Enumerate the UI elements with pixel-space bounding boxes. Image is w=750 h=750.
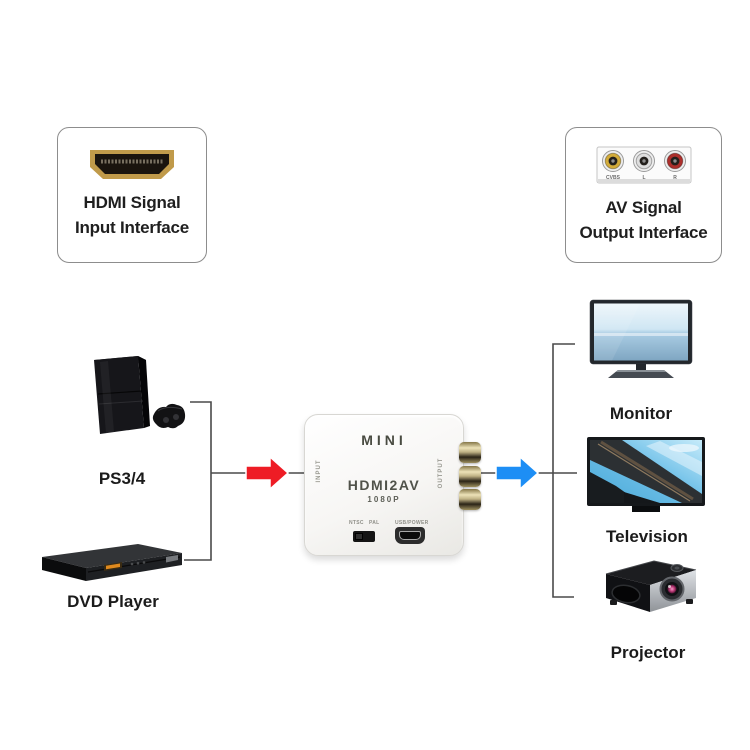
gamepad-icon (152, 403, 186, 429)
rca-jack-right-audio: R (663, 150, 686, 181)
source-label-dvd: DVD Player (67, 592, 159, 611)
output-flow-arrow-icon (495, 455, 540, 491)
hdmi-connector-icon (87, 148, 177, 181)
destination-label-monitor: Monitor (609, 404, 673, 423)
rca-plug-icon (459, 442, 481, 463)
converter-input-side-label: INPUT (316, 459, 322, 483)
usb-power-port (395, 527, 425, 544)
rca-plug-icon (459, 466, 481, 487)
converter-resolution: 1080P (367, 495, 401, 504)
destination-label-projector: Projector (610, 643, 686, 662)
rca-jack-cvbs: CVBS (601, 150, 624, 181)
usb-power-label: USB/POWER (395, 520, 429, 526)
television-icon (587, 437, 705, 512)
converter-model: HDMI2AV (347, 477, 421, 493)
av-output-card-title: AV Signal Output Interface (579, 195, 707, 245)
rca-jack-left-audio: L (632, 150, 655, 181)
av-output-card-line1: AV Signal (605, 198, 682, 217)
hdmi-input-card: HDMI Signal Input Interface (57, 127, 207, 263)
hdmi-input-card-line2: Input Interface (74, 218, 190, 237)
rca-jacks-icon: CVBS L R (596, 146, 692, 186)
monitor-icon (589, 299, 693, 378)
switch-label-pal: PAL (369, 520, 380, 526)
converter-output-side-label: OUTPUT (438, 457, 444, 489)
projector-icon (605, 560, 697, 612)
av-output-card: CVBS L R AV Signal (565, 127, 722, 263)
hdmi-input-card-line1: HDMI Signal (83, 193, 181, 212)
rca-label-l: L (642, 175, 645, 181)
converter-box: MINI HDMI2AV 1080P INPUT OUTPUT NTSC PAL… (304, 414, 481, 556)
ntsc-pal-switch (353, 531, 375, 542)
dvd-player-icon (42, 544, 182, 581)
destination-label-television: Television (606, 527, 688, 546)
input-flow-arrow-icon (245, 455, 290, 491)
wire-left-bracket (184, 401, 306, 561)
converter-brand: MINI (361, 432, 407, 448)
source-label-ps34: PS3/4 (98, 469, 146, 488)
ps3-console-icon (94, 356, 186, 434)
switch-label-ntsc: NTSC (349, 520, 364, 526)
rca-label-r: R (673, 175, 677, 181)
av-output-card-line2: Output Interface (579, 223, 708, 242)
hdmi-input-card-title: HDMI Signal Input Interface (75, 190, 189, 240)
rca-plug-icon (459, 489, 481, 510)
rca-label-cvbs: CVBS (606, 175, 621, 181)
